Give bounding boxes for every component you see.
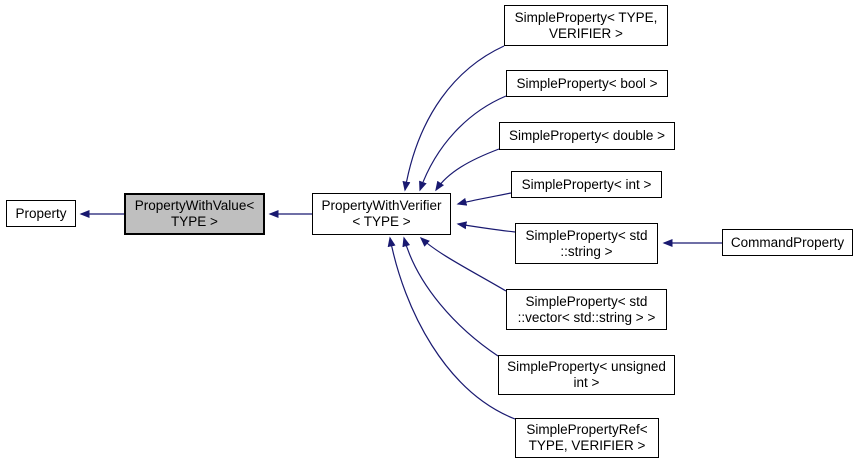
node-label: SimpleProperty< std ::string > <box>525 227 648 259</box>
node-label: PropertyWithValue< TYPE > <box>134 198 255 229</box>
edge-sp-int-to-propertywithverifier <box>456 192 512 206</box>
node-simple-property-double[interactable]: SimpleProperty< double > <box>499 122 675 150</box>
node-simple-property-unsigned-int[interactable]: SimpleProperty< unsigned int > <box>498 355 675 395</box>
edge-sp-std-vector-to-propertywithverifier <box>419 236 507 292</box>
node-label: SimplePropertyRef< TYPE, VERIFIER > <box>526 422 648 453</box>
node-label: CommandProperty <box>730 234 845 250</box>
node-label: Property <box>15 205 67 221</box>
node-label: SimpleProperty< unsigned int > <box>507 359 666 390</box>
node-simple-property-int[interactable]: SimpleProperty< int > <box>511 171 662 198</box>
node-label: SimpleProperty< int > <box>521 176 652 192</box>
edge-sp-type-verifier-to-propertywithverifier <box>402 45 505 192</box>
node-command-property[interactable]: CommandProperty <box>722 229 853 256</box>
node-label: SimpleProperty< TYPE, VERIFIER > <box>514 9 658 41</box>
node-label: SimpleProperty< bool > <box>516 75 658 91</box>
node-label: PropertyWithVerifier < TYPE > <box>321 198 442 229</box>
node-label: SimpleProperty< double > <box>508 128 666 143</box>
node-property-with-value: PropertyWithValue< TYPE > <box>124 193 265 235</box>
edge-sp-bool-to-propertywithverifier <box>419 95 507 192</box>
node-simple-property-type-verifier[interactable]: SimpleProperty< TYPE, VERIFIER > <box>504 5 668 46</box>
node-label: SimpleProperty< std ::vector< std::strin… <box>517 293 656 325</box>
edge-sp-ref-to-propertywithverifier <box>387 236 516 420</box>
edge-sp-unsigned-int-to-propertywithverifier <box>402 236 499 357</box>
edge-sp-double-to-propertywithverifier <box>435 148 500 192</box>
node-simple-property-ref[interactable]: SimplePropertyRef< TYPE, VERIFIER > <box>515 418 659 458</box>
node-simple-property-std-string[interactable]: SimpleProperty< std ::string > <box>515 223 658 264</box>
node-property[interactable]: Property <box>6 200 76 227</box>
edge-sp-std-string-to-propertywithverifier <box>456 221 516 233</box>
node-simple-property-std-vector[interactable]: SimpleProperty< std ::vector< std::strin… <box>506 289 667 330</box>
node-property-with-verifier[interactable]: PropertyWithVerifier < TYPE > <box>312 193 451 235</box>
node-simple-property-bool[interactable]: SimpleProperty< bool > <box>506 70 668 97</box>
